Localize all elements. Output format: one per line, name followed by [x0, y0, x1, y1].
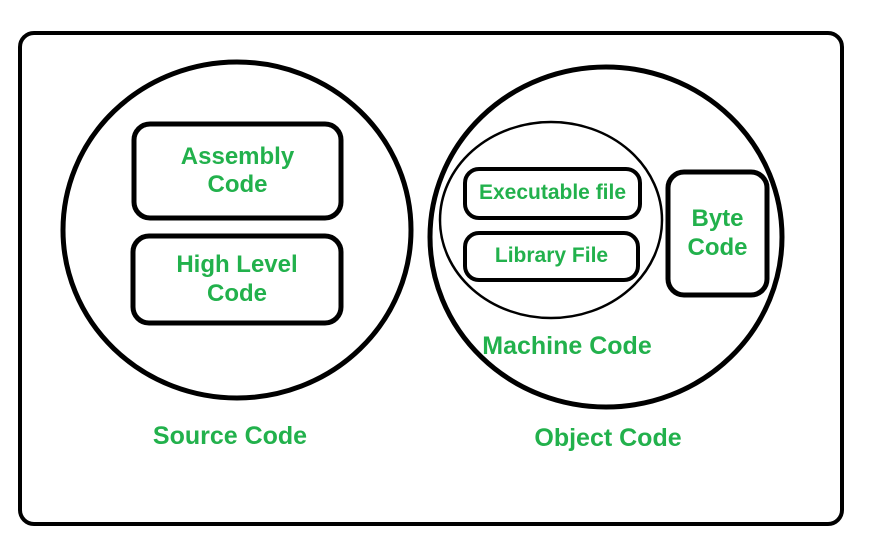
byte-code-box — [665, 169, 770, 298]
assembly-code-box — [131, 121, 344, 221]
source-code-group-label: Source Code — [152, 422, 308, 451]
executable-file-label: Executable file — [478, 181, 627, 205]
assembly-code-label: Assembly Code — [180, 142, 295, 198]
object-code-group-label: Object Code — [534, 424, 682, 453]
library-file-box — [463, 231, 640, 282]
machine-code-group-label: Machine Code — [482, 332, 652, 361]
outer-frame-shape — [18, 31, 844, 526]
byte-code-label: Byte Code — [687, 205, 748, 261]
source-code-circle — [60, 59, 414, 401]
high-level-code-box — [130, 233, 344, 326]
high-level-code-label: High Level Code — [176, 251, 298, 307]
object-code-circle — [427, 64, 785, 410]
library-file-label: Library File — [494, 244, 609, 268]
executable-file-box — [463, 167, 642, 220]
machine-code-ellipse — [438, 120, 664, 320]
